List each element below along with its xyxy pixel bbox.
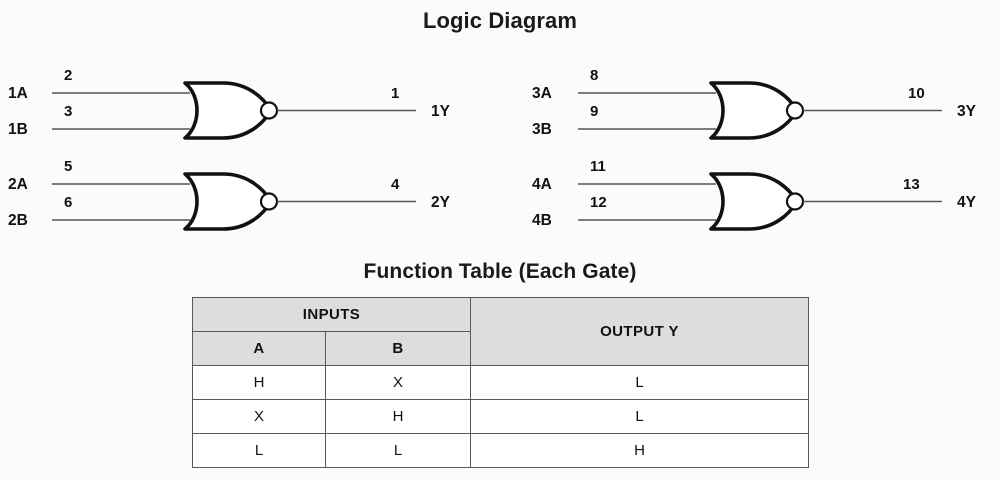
table-row: X H L [192,399,809,434]
gate-1-input-b-pin: 3 [64,103,73,120]
cell-b: X [325,365,471,400]
gate-4-graphics [578,172,942,231]
logic-diagram: 1A 2 1B 3 1 1Y 2A 5 2B 6 4 2Y 3A 8 3B 9 … [0,48,1000,253]
header-b: B [325,331,471,366]
table-row: L L H [192,433,809,468]
gate-4-input-b-label: 4B [532,212,552,229]
cell-a: L [192,433,326,468]
gate-3-input-b-label: 3B [532,121,552,138]
gate-2-input-b-label: 2B [8,212,28,229]
gate-1-input-b-label: 1B [8,121,28,138]
gate-1-input-a-label: 1A [8,85,28,102]
gate-4-input-b-pin: 12 [590,194,607,211]
gate-1-output-label: 1Y [431,103,450,120]
cell-b: H [325,399,471,434]
cell-b: L [325,433,471,468]
gate-3-output-pin: 10 [908,85,925,102]
header-a: A [192,331,326,366]
table-header-row-2: A B [192,331,809,366]
cell-y: H [470,433,809,468]
cell-a: X [192,399,326,434]
table-header-row-1: INPUTS OUTPUT Y [192,297,809,366]
logic-diagram-svg [52,81,942,231]
table-row: H X L [192,365,809,400]
cell-y: L [470,399,809,434]
gate-3-input-a-pin: 8 [590,67,599,84]
gate-3-output-label: 3Y [957,103,976,120]
gate-2-graphics [52,172,416,231]
gate-2-output-pin: 4 [391,176,400,193]
gate-2-input-a-pin: 5 [64,158,73,175]
gate-3-input-a-label: 3A [532,85,552,102]
gate-4-output-label: 4Y [957,194,976,211]
gate-4-input-a-pin: 11 [590,158,606,175]
gate-1-graphics [52,81,416,140]
page-title: Logic Diagram [422,8,578,33]
cell-y: L [470,365,809,400]
gate-3-input-b-pin: 9 [590,103,599,120]
gate-4-output-pin: 13 [903,176,920,193]
cell-a: H [192,365,326,400]
gate-2-input-a-label: 2A [8,176,28,193]
gate-1-input-a-pin: 2 [64,67,73,84]
function-table: INPUTS OUTPUT Y A B H X L X H L L L H [192,297,809,468]
gate-1-output-pin: 1 [391,85,400,102]
function-table-title: Function Table (Each Gate) [363,260,637,283]
header-inputs: INPUTS [192,297,471,332]
gate-2-input-b-pin: 6 [64,194,73,211]
header-output-y: OUTPUT Y [470,297,809,366]
gate-4-input-a-label: 4A [532,176,552,193]
gate-3-graphics [578,81,942,140]
gate-2-output-label: 2Y [431,194,450,211]
